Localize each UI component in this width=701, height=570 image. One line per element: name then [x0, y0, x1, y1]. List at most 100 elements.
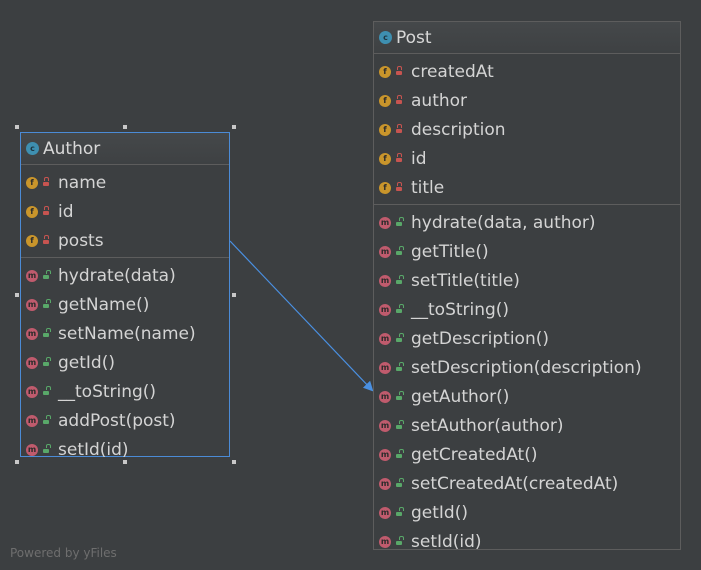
public-lock-icon: [396, 303, 404, 313]
post-class-header[interactable]: c Post: [374, 22, 680, 54]
post-method-getcreatedat[interactable]: m getCreatedAt(): [374, 440, 680, 469]
post-method-hydrate[interactable]: m hydrate(data, author): [374, 208, 680, 237]
method-icon: m: [26, 443, 38, 456]
post-field-createdat[interactable]: f createdAt: [374, 57, 680, 86]
method-label: getCreatedAt(): [411, 444, 538, 465]
public-lock-icon: [43, 269, 51, 279]
method-icon: m: [26, 269, 38, 282]
public-lock-icon: [396, 506, 404, 516]
method-icon: m: [379, 535, 391, 548]
method-label: setName(name): [58, 323, 196, 344]
method-label: getAuthor(): [411, 386, 510, 407]
post-field-id[interactable]: f id: [374, 144, 680, 173]
post-method-settitle[interactable]: m setTitle(title): [374, 266, 680, 295]
field-icon: f: [26, 205, 38, 218]
method-label: __toString(): [411, 299, 510, 320]
public-lock-icon: [396, 216, 404, 226]
method-icon: m: [379, 216, 391, 229]
public-lock-icon: [43, 298, 51, 308]
method-label: setId(id): [411, 531, 482, 552]
method-label: getId(): [58, 352, 115, 373]
resize-handle-e[interactable]: [232, 293, 236, 297]
method-label: getTitle(): [411, 241, 489, 262]
author-method-setname[interactable]: m setName(name): [21, 319, 229, 348]
post-method-setcreatedat[interactable]: m setCreatedAt(createdAt): [374, 469, 680, 498]
private-lock-icon: [396, 152, 402, 162]
author-methods-section: m hydrate(data) m getName() m setName(na…: [21, 258, 229, 466]
post-method-getdescription[interactable]: m getDescription(): [374, 324, 680, 353]
method-icon: m: [379, 506, 391, 519]
field-icon: f: [26, 176, 38, 189]
method-icon: m: [26, 327, 38, 340]
method-label: setTitle(title): [411, 270, 520, 291]
author-method-addpost[interactable]: m addPost(post): [21, 406, 229, 435]
post-class-title: Post: [396, 27, 432, 48]
class-icon: c: [26, 142, 39, 155]
post-field-description[interactable]: f description: [374, 115, 680, 144]
author-method-hydrate[interactable]: m hydrate(data): [21, 261, 229, 290]
field-icon: f: [379, 152, 391, 165]
post-method-getid[interactable]: m getId(): [374, 498, 680, 527]
method-label: __toString(): [58, 381, 157, 402]
author-method-getname[interactable]: m getName(): [21, 290, 229, 319]
method-label: hydrate(data, author): [411, 212, 596, 233]
field-icon: f: [379, 65, 391, 78]
public-lock-icon: [396, 535, 404, 545]
method-icon: m: [379, 245, 391, 258]
method-icon: m: [379, 274, 391, 287]
resize-handle-w[interactable]: [15, 293, 19, 297]
method-icon: m: [379, 477, 391, 490]
author-field-posts[interactable]: f posts: [21, 226, 229, 255]
public-lock-icon: [396, 274, 404, 284]
public-lock-icon: [396, 448, 404, 458]
author-field-name[interactable]: f name: [21, 168, 229, 197]
post-method-setauthor[interactable]: m setAuthor(author): [374, 411, 680, 440]
resize-handle-ne[interactable]: [232, 125, 236, 129]
author-field-id[interactable]: f id: [21, 197, 229, 226]
public-lock-icon: [43, 443, 51, 453]
post-method-gettitle[interactable]: m getTitle(): [374, 237, 680, 266]
field-icon: f: [379, 123, 391, 136]
resize-handle-nw[interactable]: [15, 125, 19, 129]
author-method-tostring[interactable]: m __toString(): [21, 377, 229, 406]
resize-handle-sw[interactable]: [15, 460, 19, 464]
private-lock-icon: [396, 94, 402, 104]
post-method-tostring[interactable]: m __toString(): [374, 295, 680, 324]
post-method-getauthor[interactable]: m getAuthor(): [374, 382, 680, 411]
method-icon: m: [379, 361, 391, 374]
field-label: id: [58, 201, 74, 222]
post-method-setid[interactable]: m setId(id): [374, 527, 680, 556]
resize-handle-n[interactable]: [123, 125, 127, 129]
public-lock-icon: [43, 385, 51, 395]
author-class[interactable]: c Author f name f id f posts m: [20, 132, 230, 460]
public-lock-icon: [43, 414, 51, 424]
method-label: addPost(post): [58, 410, 176, 431]
private-lock-icon: [396, 123, 402, 133]
resize-handle-s[interactable]: [123, 460, 127, 464]
public-lock-icon: [396, 390, 404, 400]
author-fields-section: f name f id f posts: [21, 165, 229, 258]
private-lock-icon: [396, 181, 402, 191]
method-icon: m: [379, 332, 391, 345]
field-label: id: [411, 148, 427, 169]
method-icon: m: [379, 303, 391, 316]
post-fields-section: f createdAt f author f description f id …: [374, 54, 680, 205]
field-label: name: [58, 172, 107, 193]
field-icon: f: [379, 181, 391, 194]
author-method-getid[interactable]: m getId(): [21, 348, 229, 377]
method-icon: m: [379, 390, 391, 403]
post-field-author[interactable]: f author: [374, 86, 680, 115]
private-lock-icon: [43, 205, 49, 215]
post-class[interactable]: c Post f createdAt f author f descriptio…: [373, 21, 681, 552]
post-field-title[interactable]: f title: [374, 173, 680, 202]
author-class-header[interactable]: c Author: [21, 133, 229, 165]
public-lock-icon: [396, 361, 404, 371]
public-lock-icon: [43, 327, 51, 337]
private-lock-icon: [43, 234, 49, 244]
post-method-setdescription[interactable]: m setDescription(description): [374, 353, 680, 382]
public-lock-icon: [396, 419, 404, 429]
resize-handle-se[interactable]: [232, 460, 236, 464]
author-method-setid[interactable]: m setId(id): [21, 435, 229, 464]
